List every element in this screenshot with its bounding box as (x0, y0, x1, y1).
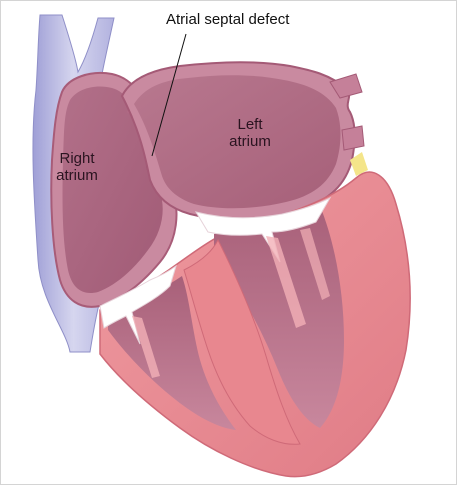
atrial-septal-defect-label: Atrial septal defect (166, 11, 289, 28)
left-atrium-label: Left atrium (225, 116, 275, 150)
right-atrium-label: Right atrium (46, 150, 108, 184)
pulmonary-vein-lower (342, 126, 364, 150)
